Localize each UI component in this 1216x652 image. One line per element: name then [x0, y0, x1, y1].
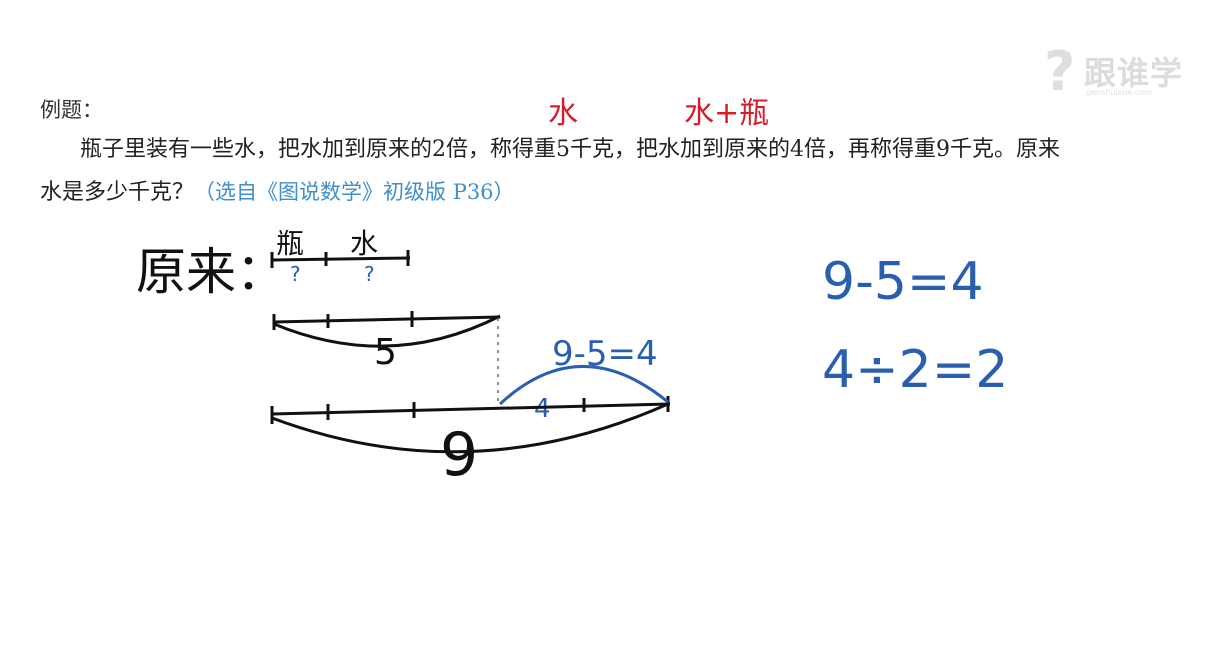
- nine-kg-segment: [270, 396, 671, 454]
- five-kg-brace: [273, 314, 501, 348]
- logo-name: 跟谁学: [1084, 54, 1184, 92]
- total-nine-label: 9: [440, 420, 479, 490]
- logo-url: genshuixue.com: [1086, 88, 1152, 97]
- segment-four-label: 4: [534, 394, 551, 424]
- calc-step-2: 4÷2=2: [822, 340, 1009, 400]
- problem-text: 瓶子里装有一些水，把水加到原来的2倍，称得重5千克，把水加到原来的4倍，再称得重…: [40, 128, 1070, 214]
- logo: ? 跟谁学 genshuixue.com: [1044, 40, 1194, 103]
- red-note-water: 水: [548, 96, 578, 131]
- nine-kg-brace: [271, 402, 669, 454]
- original-label: 原来：: [136, 243, 286, 301]
- calc-step-1: 9-5=4: [822, 252, 984, 312]
- logo-mark-icon: ?: [1044, 40, 1076, 103]
- red-note-water-bottle: 水+瓶: [684, 96, 770, 131]
- example-label: 例题：: [40, 98, 103, 122]
- question-mark-water: ?: [364, 262, 375, 286]
- difference-arc: [498, 365, 669, 406]
- problem-source: （选自《图说数学》初级版 P36）: [194, 180, 515, 204]
- question-mark-bottle: ?: [290, 262, 301, 286]
- total-five-label: 5: [374, 332, 397, 373]
- original-segment: [270, 250, 411, 268]
- water-label: 水: [350, 227, 379, 260]
- problem-body: 瓶子里装有一些水，把水加到原来的2倍，称得重5千克，把水加到原来的4倍，再称得重…: [40, 137, 1060, 205]
- bottle-label: 瓶: [276, 227, 305, 260]
- five-kg-segment: [272, 311, 501, 348]
